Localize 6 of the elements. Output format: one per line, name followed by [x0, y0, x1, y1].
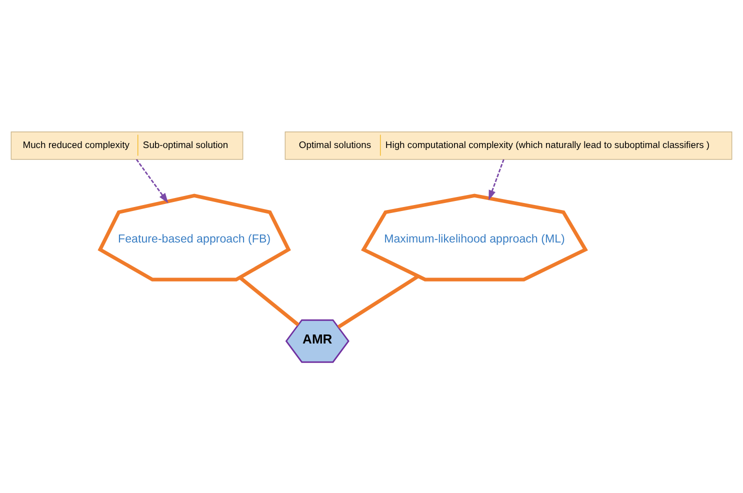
arrow: [136, 158, 168, 203]
node-box: Much reduced complexity Sub-optimal solution: [10, 131, 244, 160]
connector: [239, 276, 300, 326]
node-box: Optimal solutions High computational complexity (which naturally lead to suboptimal classifiers ): [284, 131, 732, 160]
connector: [337, 274, 420, 328]
arrow: [488, 158, 504, 200]
